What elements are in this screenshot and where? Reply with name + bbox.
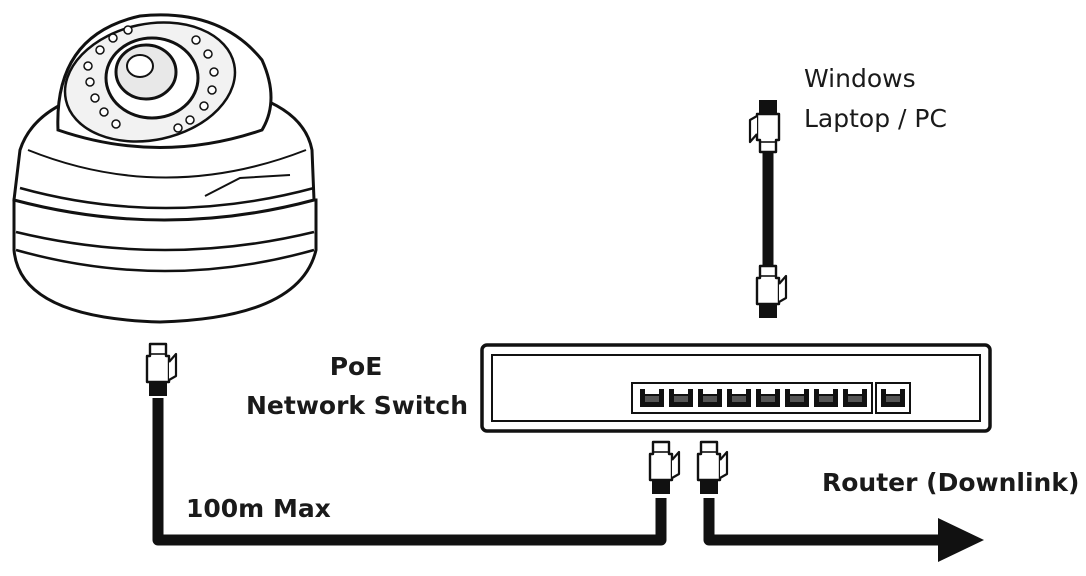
rj45-connector-icon: [696, 440, 729, 496]
rj45-connector-icon: [755, 264, 788, 320]
router-label: Router (Downlink): [822, 468, 1080, 497]
switch-port-icon: [669, 389, 693, 407]
uplink-port-icon: [881, 389, 905, 407]
switch-port-icon: [727, 389, 751, 407]
switch-port-icon: [814, 389, 838, 407]
switch-port-icon: [756, 389, 780, 407]
rj45-connector-icon: [145, 342, 178, 398]
rj45-connector-icon: [648, 440, 681, 496]
dome-camera-icon: [12, 13, 318, 324]
distance-label: 100m Max: [186, 494, 331, 523]
network-switch-icon: [480, 343, 992, 433]
switch-port-icon: [698, 389, 722, 407]
switch-port-icon: [785, 389, 809, 407]
arrow-right-icon: [938, 518, 984, 562]
cable-camera-to-switch: [152, 398, 667, 546]
rj45-connector-icon: [748, 98, 781, 154]
laptop-label-line1: Windows: [804, 64, 916, 93]
switch-label-line1: PoE: [329, 352, 383, 381]
laptop-label-line2: Laptop / PC: [804, 104, 947, 133]
switch-port-icon: [640, 389, 664, 407]
switch-label-line2: Network Switch: [246, 391, 468, 420]
cable-switch-to-router: [703, 498, 942, 546]
switch-port-icon: [843, 389, 867, 407]
